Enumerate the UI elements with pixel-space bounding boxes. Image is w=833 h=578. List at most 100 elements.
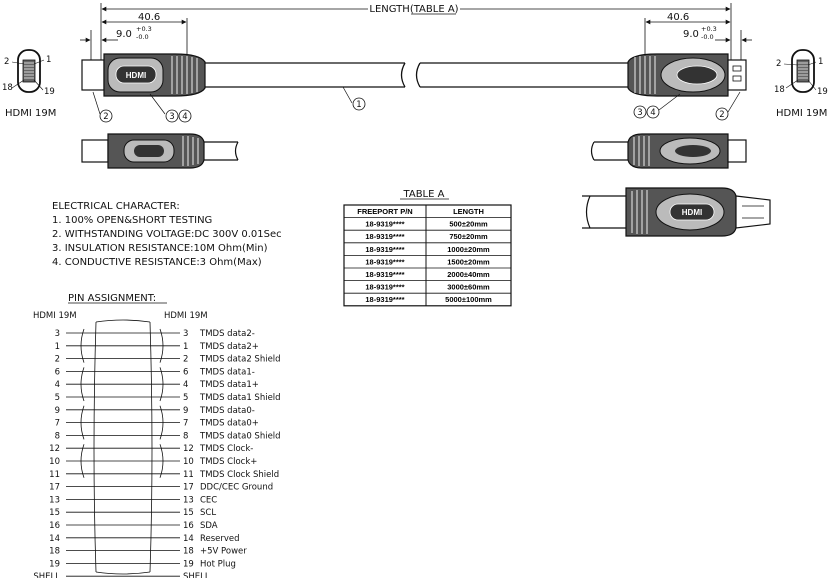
- table-cell-length: 5000±100mm: [445, 295, 492, 304]
- pin-left-number: 14: [49, 534, 60, 544]
- table-cell-pn: 18-9319****: [365, 232, 404, 241]
- svg-text:4. CONDUCTIVE RESISTANCE:3 Ohm: 4. CONDUCTIVE RESISTANCE:3 Ohm(Max): [52, 257, 262, 268]
- svg-text:3: 3: [637, 108, 642, 118]
- table-cell-length: 500±20mm: [449, 220, 488, 229]
- left-badge: HDMI: [126, 71, 146, 80]
- pin-right-number: 4: [183, 380, 188, 390]
- svg-text:18: 18: [774, 85, 785, 95]
- pin-right-number: 19: [183, 559, 194, 569]
- connector-perspective-view: HDMI: [582, 187, 771, 237]
- svg-text:4: 4: [182, 112, 187, 122]
- pin-left-number: 19: [49, 559, 60, 569]
- pin-left-number: 15: [49, 508, 60, 518]
- pin-row: 19 19 Hot Plug: [49, 559, 236, 569]
- pin-right-number: SHELL: [183, 572, 210, 578]
- pin-right-number: 14: [183, 534, 194, 544]
- svg-text:2: 2: [776, 59, 781, 69]
- right-overall-dim: 40.6: [667, 12, 689, 23]
- pin-signal-name: TMDS data0 Shield: [199, 431, 281, 441]
- electrical-title: ELECTRICAL CHARACTER:: [52, 201, 180, 212]
- pin-signal-name: Hot Plug: [200, 559, 236, 569]
- pin-signal-name: +5V Power: [200, 547, 247, 557]
- table-cell-length: 750±20mm: [449, 232, 488, 241]
- table-header-length: LENGTH: [453, 207, 484, 216]
- table-header-pn: FREEPORT P/N: [357, 207, 412, 216]
- pin-right-number: 10: [183, 457, 194, 467]
- pin-right-header: HDMI 19M: [164, 311, 208, 321]
- left-connector-label: HDMI 19M: [5, 108, 56, 119]
- pin-label-top-right: 1: [46, 55, 51, 65]
- pin-left-number: 16: [49, 521, 60, 531]
- pin-signal-name: TMDS data1+: [199, 380, 259, 390]
- pin-left-number: 1: [55, 342, 60, 352]
- pin-signal-name: TMDS data2+: [199, 342, 259, 352]
- pin-signal-name: TMDS Clock+: [199, 457, 257, 467]
- pin-left-number: 8: [55, 431, 60, 441]
- left-sub-dim: 9.0: [116, 29, 132, 40]
- pin-left-number: 7: [55, 419, 60, 429]
- twisted-pair-shield: [80, 328, 164, 363]
- length-label: LENGTH(TABLE A): [369, 4, 458, 15]
- svg-text:+0.3: +0.3: [136, 25, 152, 33]
- pin-right-number: 2: [183, 355, 188, 365]
- pin-signal-name: TMDS Clock-: [199, 444, 253, 454]
- pin-signal-name: TMDS data2-: [199, 329, 255, 339]
- twisted-pair-shield: [80, 405, 164, 440]
- right-connector-label: HDMI 19M: [776, 108, 827, 119]
- length-dimension: LENGTH(TABLE A): [100, 2, 732, 62]
- pin-signal-name: TMDS data0+: [199, 419, 259, 429]
- table-cell-pn: 18-9319****: [365, 220, 404, 229]
- left-overall-dim: 40.6: [138, 12, 160, 23]
- pin-right-number: 7: [183, 419, 188, 429]
- svg-text:4: 4: [650, 108, 655, 118]
- table-cell-length: 3000±60mm: [447, 283, 490, 292]
- pin-signal-name: TMDS Clock Shield: [199, 470, 279, 480]
- cable-main-view: HDMI: [81, 53, 747, 97]
- table-a-title: TABLE A: [403, 189, 445, 200]
- svg-text:-0.0: -0.0: [701, 33, 714, 41]
- pin-signal-name: Reserved: [200, 534, 240, 544]
- pin-left-number: 6: [55, 367, 60, 377]
- twisted-pair-shield: [80, 367, 164, 402]
- pin-right-number: 6: [183, 367, 188, 377]
- table-cell-pn: 18-9319****: [365, 270, 404, 279]
- pin-left-number: 10: [49, 457, 60, 467]
- pin-left-number: 5: [55, 393, 60, 403]
- pin-signal-name: TMDS data1 Shield: [199, 393, 281, 403]
- pin-right-number: 16: [183, 521, 194, 531]
- left-side-view: [81, 133, 239, 169]
- callout-3-left: [165, 109, 179, 123]
- table-cell-pn: 18-9319****: [365, 257, 404, 266]
- pin-signal-name: DDC/CEC Ground: [200, 483, 273, 493]
- pin-row: 6 6 TMDS data1-: [55, 367, 255, 377]
- pin-signal-name: SCL: [200, 508, 216, 518]
- pin-label-bottom-left: 18: [2, 83, 13, 93]
- pin-row: 5 5 TMDS data1 Shield: [55, 393, 281, 403]
- svg-text:-0.0: -0.0: [136, 33, 149, 41]
- table-a: TABLE A FREEPORT P/N LENGTH 18-9319**** 500…: [343, 189, 512, 307]
- twisted-pair-shield: [80, 444, 164, 478]
- electrical-character: ELECTRICAL CHARACTER: 1. 100% OPEN&SHORT…: [52, 201, 282, 268]
- svg-text:3: 3: [169, 112, 174, 122]
- pin-left-number: 18: [49, 547, 60, 557]
- pin-row: 10 10 TMDS Clock+: [49, 457, 257, 467]
- pin-signal-name: TMDS data1-: [199, 367, 255, 377]
- pin-left-number: 11: [49, 470, 60, 480]
- pin-right-number: 8: [183, 431, 188, 441]
- pin-left-number: 17: [49, 483, 60, 493]
- right-connector-face: 2 1 18 19 HDMI 19M: [774, 49, 828, 119]
- pin-right-number: 13: [183, 495, 194, 505]
- pin-right-number: 5: [183, 393, 188, 403]
- pin-label-top-left: 2: [4, 57, 9, 67]
